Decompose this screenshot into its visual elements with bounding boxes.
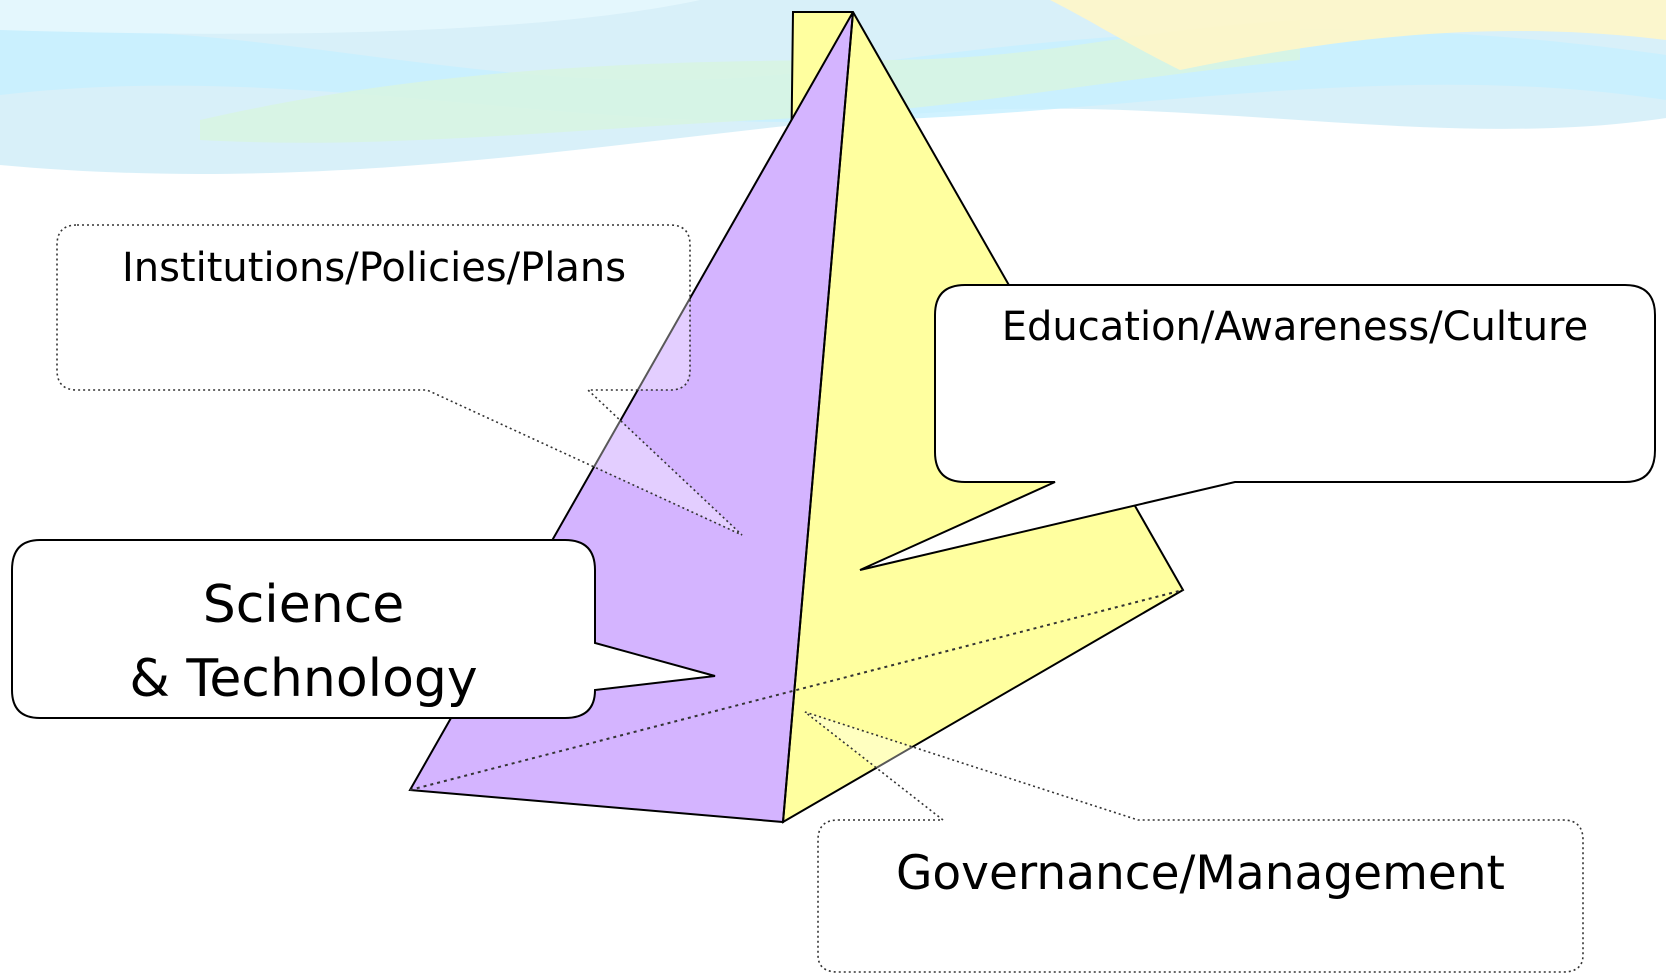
callout-governance-shape <box>804 711 1584 973</box>
callout-institutions-shape <box>56 224 743 536</box>
wave-band-light <box>0 0 700 34</box>
callout-education-shape <box>859 284 1656 571</box>
wave-band-yellow <box>1050 0 1666 70</box>
callout-governance <box>804 711 1584 973</box>
callout-institutions <box>56 224 743 536</box>
callout-science-shape <box>11 539 716 719</box>
wave-band-green <box>200 20 1300 143</box>
institutions-policies-plans-label: Institutions/Policies/Plans <box>121 245 627 291</box>
governance-management-label: Governance/Management <box>896 846 1505 901</box>
education-awareness-culture-label: Education/Awareness/Culture <box>1001 304 1589 350</box>
science-technology-label: Science & Technology <box>12 568 595 716</box>
callout-science <box>11 539 716 719</box>
callout-education <box>859 284 1656 571</box>
pyramid-hidden-edge <box>409 589 1184 791</box>
science-label-line1: Science <box>202 575 405 635</box>
science-label-line2: & Technology <box>129 649 478 709</box>
pyramid-front-edge <box>782 11 854 823</box>
